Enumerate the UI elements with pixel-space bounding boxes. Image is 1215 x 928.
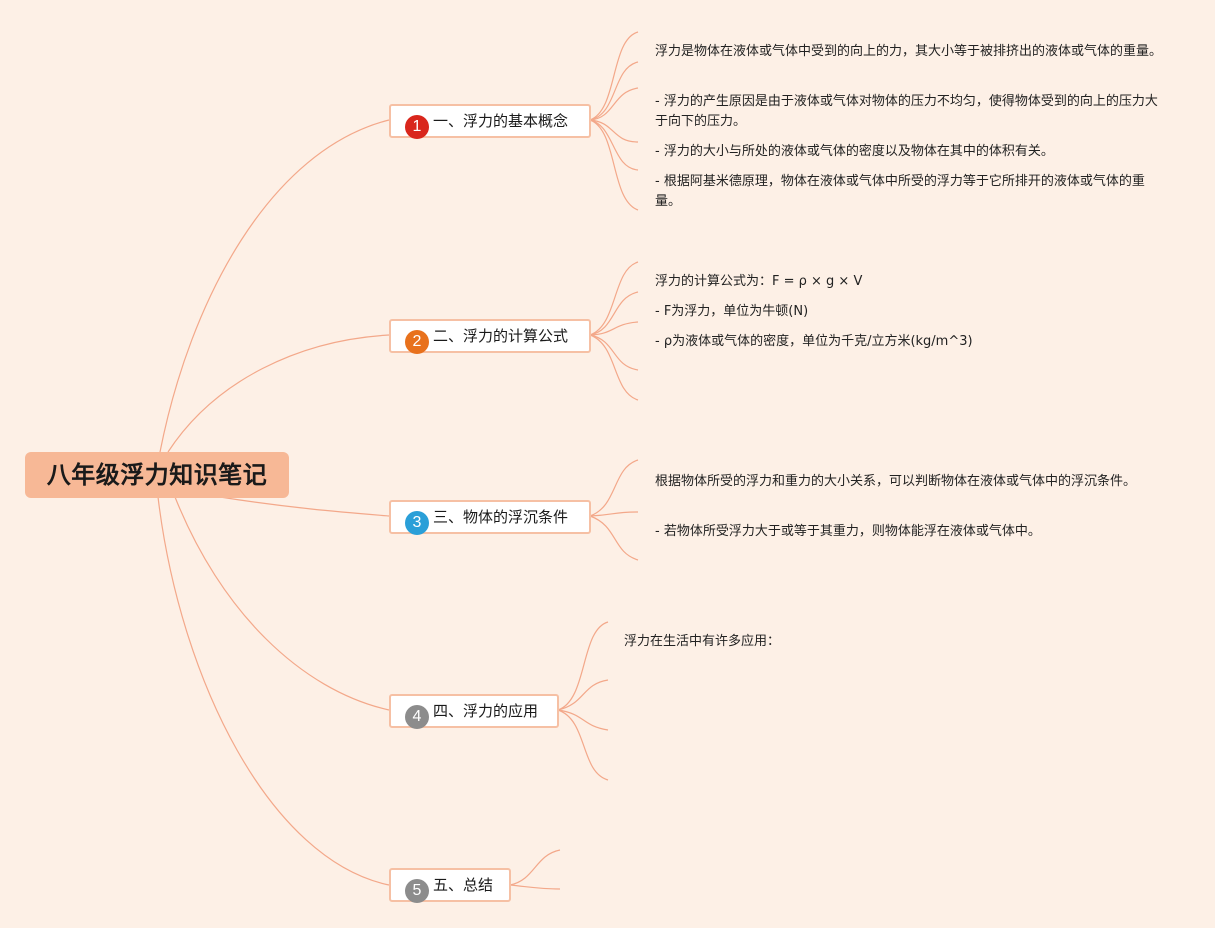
branch-label-1: 一、浮力的基本概念 (433, 112, 569, 130)
connector-b2-2 (589, 291, 639, 336)
badge-number-4: 4 (405, 705, 429, 729)
connector-root-branch-4 (174, 496, 390, 711)
connector-b5-1 (509, 849, 561, 886)
connector-b4-2 (557, 679, 609, 711)
badge-number-1: 1 (405, 115, 429, 139)
connector-root-branch-5 (157, 496, 390, 886)
branch-label-2: 二、浮力的计算公式 (433, 327, 569, 345)
connector-root-branch-1 (159, 119, 390, 453)
connector-b5-2 (509, 884, 561, 890)
connector-b2-5 (589, 334, 639, 401)
branch-label-4: 四、浮力的应用 (433, 702, 539, 720)
connector-b2-4 (589, 334, 639, 371)
connector-b1-3 (589, 87, 639, 121)
badge-number-3: 3 (405, 511, 429, 535)
leaf-note-1-1[interactable]: 浮力是物体在液体或气体中受到的向上的力，其大小等于被排挤出的液体或气体的重量。 (655, 44, 1163, 59)
connector-b1-6 (589, 119, 639, 211)
leaf-note-1-3[interactable]: - 浮力的大小与所处的液体或气体的密度以及物体在其中的体积有关。 (655, 144, 1054, 159)
leaf-note-4-1[interactable]: 浮力在生活中有许多应用： (624, 634, 781, 649)
connector-b1-2 (589, 61, 639, 121)
badge-number-5: 5 (405, 879, 429, 903)
badge-number-2: 2 (405, 330, 429, 354)
connector-b1-4 (589, 119, 639, 143)
branch-label-3: 三、物体的浮沉条件 (433, 508, 569, 526)
connector-b2-3 (589, 321, 639, 336)
connector-b4-4 (557, 709, 609, 781)
leaf-note-1-2[interactable]: - 浮力的产生原因是由于液体或气体对物体的压力不均匀，使得物体受到的向上的压力大… (655, 94, 1158, 129)
leaf-note-2-3[interactable]: - ρ为液体或气体的密度，单位为千克/立方米(kg/m^3) (655, 334, 973, 349)
leaf-note-1-4[interactable]: - 根据阿基米德原理，物体在液体或气体中所受的浮力等于它所排开的液体或气体的重量… (655, 174, 1145, 209)
leaf-note-2-1[interactable]: 浮力的计算公式为：F = ρ × g × V (655, 274, 863, 289)
connector-b1-5 (589, 119, 639, 171)
connector-b3-2 (589, 511, 639, 517)
branch-label-5: 五、总结 (433, 876, 494, 894)
connector-b3-1 (589, 459, 639, 517)
connector-b1-1 (589, 31, 639, 121)
connector-root-branch-2 (167, 334, 390, 453)
connector-b3-3 (589, 515, 639, 561)
root-node[interactable]: 八年级浮力知识笔记 (25, 452, 289, 498)
leaf-note-3-1[interactable]: 根据物体所受的浮力和重力的大小关系，可以判断物体在液体或气体中的浮沉条件。 (655, 474, 1137, 489)
leaf-note-3-2[interactable]: - 若物体所受浮力大于或等于其重力，则物体能浮在液体或气体中。 (655, 524, 1041, 539)
connector-b4-3 (557, 709, 609, 731)
connector-b2-1 (589, 261, 639, 336)
connector-root-branch-3 (219, 496, 390, 517)
leaf-note-2-2[interactable]: - F为浮力，单位为牛顿(N) (655, 304, 809, 319)
connector-b4-1 (557, 621, 609, 711)
